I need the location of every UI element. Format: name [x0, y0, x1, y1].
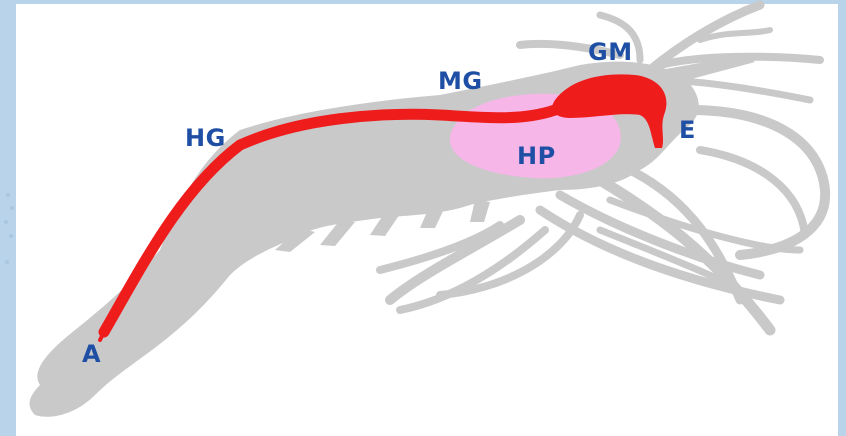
label-hp: HP [517, 142, 556, 170]
label-gm: GM [588, 38, 633, 66]
label-mg: MG [438, 67, 483, 95]
label-hg: HG [185, 124, 226, 152]
label-a: A [82, 340, 101, 368]
decorative-dots [4, 193, 14, 264]
label-e: E [679, 116, 696, 144]
